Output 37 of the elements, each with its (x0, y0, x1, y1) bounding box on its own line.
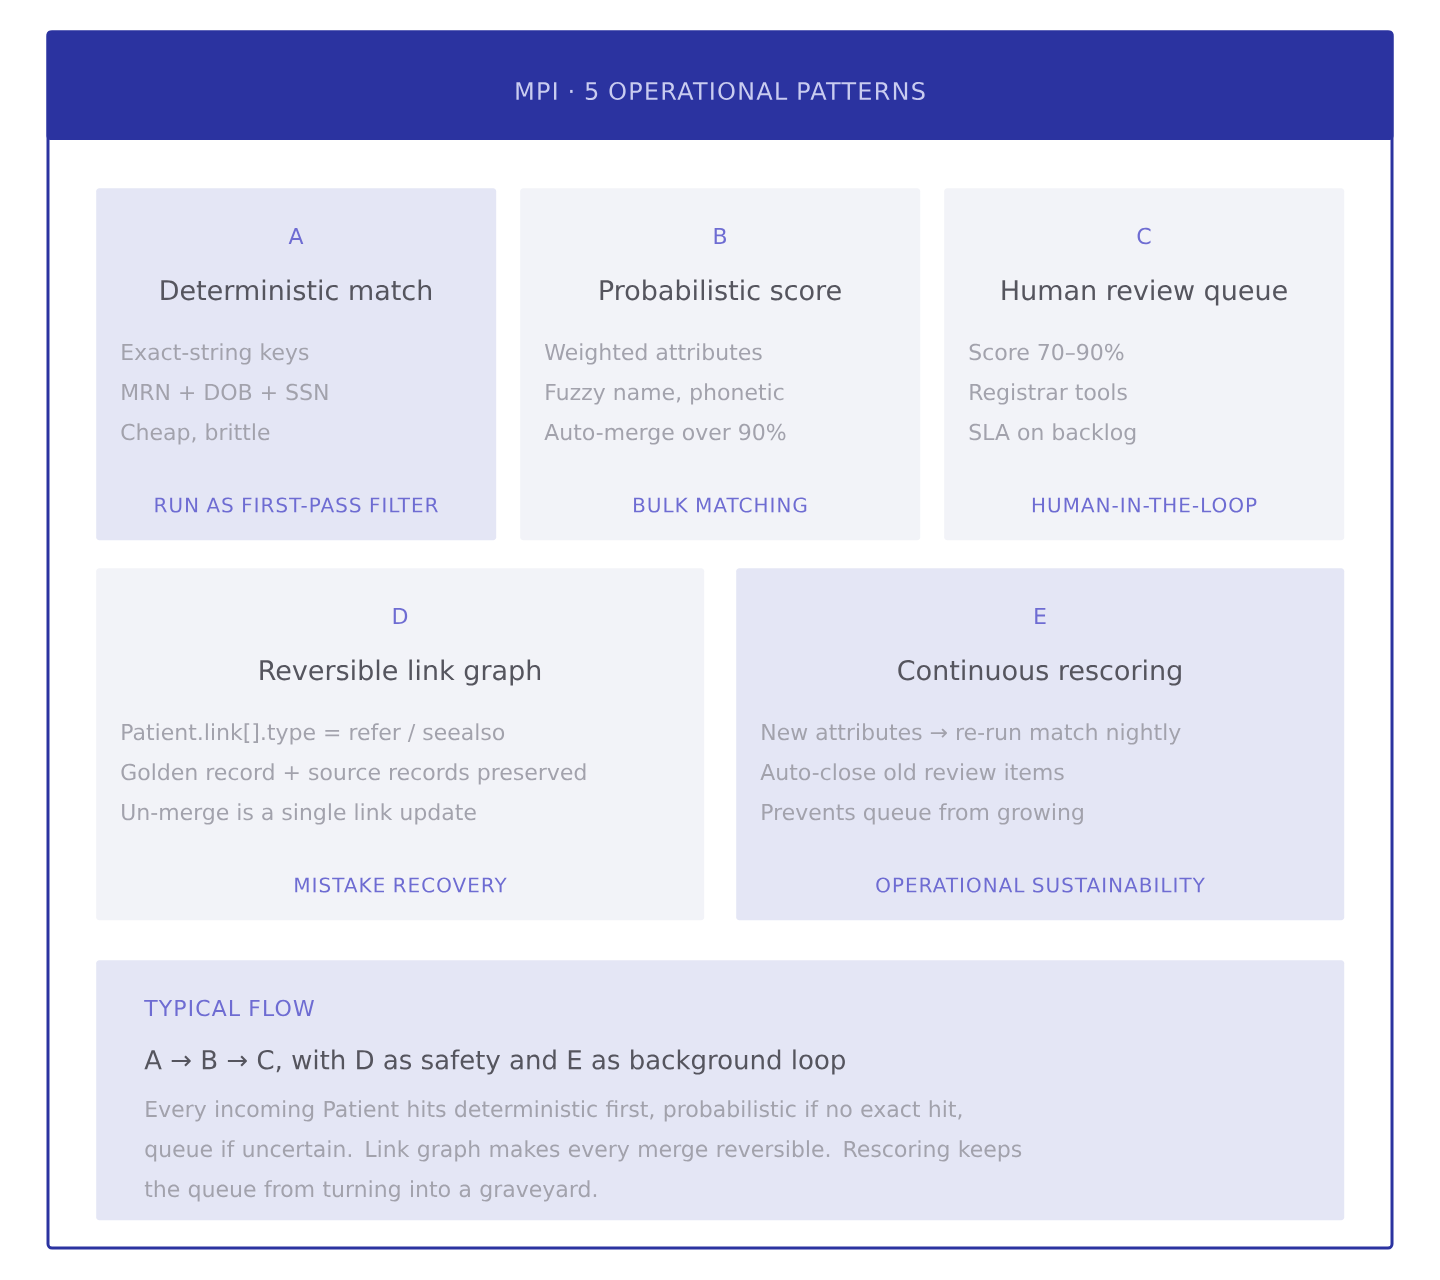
card-item: Un-merge is a single link update (122, 803, 476, 825)
card-item: Golden record + source records preserved (121, 763, 586, 785)
panel-heading: TYPICAL FLOW (144, 999, 314, 1017)
card-letter: B (714, 228, 726, 244)
card-letter: D (393, 608, 408, 625)
card (96, 960, 1345, 1221)
header-band: MPI · 5 OPERATIONAL PATTERNS (46, 30, 1394, 140)
card-title: Human review queue (1002, 279, 1287, 306)
card-item: Cheap, brittle (121, 423, 270, 445)
card-item: New attributes → re-run match nightly (762, 723, 1181, 745)
card-letter: E (1035, 608, 1046, 625)
card-item: Auto-close old review items (760, 763, 1064, 781)
card (736, 568, 1345, 921)
card-item: Patient.link[].type = refer / seealso (122, 723, 505, 745)
card-tag: OPERATIONAL SUSTAINABILITY (876, 877, 1205, 893)
card-tag: HUMAN-IN-THE-LOOP (1032, 497, 1257, 513)
card-item: Prevents queue from growing (762, 803, 1083, 825)
card-item: Exact-string keys (122, 343, 309, 365)
card-item: SLA on backlog (969, 423, 1136, 445)
card (96, 188, 497, 541)
card-item: Auto-merge over 90% (544, 423, 786, 445)
card-item: MRN + DOB + SSN (122, 383, 328, 401)
card-item: Registrar tools (970, 383, 1127, 405)
card-title: Continuous rescoring (898, 659, 1181, 686)
card-letter: A (288, 228, 304, 244)
card-letter: C (1137, 227, 1151, 245)
card-item: Score 70–90% (969, 343, 1124, 361)
panel-paragraph: Every incoming Patient hits deterministic first, probabilistic if no exact hit, queue if uncertain. Link graph makes every merge reversible. Rescoring keeps the queue from turning into a graveyard. (144, 1100, 1022, 1202)
card-item: Weighted attributes (544, 343, 762, 365)
card-tag: RUN AS FIRST-PASS FILTER (155, 497, 438, 513)
card-tag: BULK MATCHING (634, 497, 807, 513)
card-title: Probabilistic score (600, 279, 841, 301)
panel-title: A → B → C, with D as safety and E as background loop (144, 1049, 845, 1075)
card-tag: MISTAKE RECOVERY (295, 877, 507, 893)
card-item: Fuzzy name, phonetic (546, 383, 784, 405)
card-title: Reversible link graph (260, 659, 541, 686)
card-title: Deterministic match (161, 279, 431, 301)
